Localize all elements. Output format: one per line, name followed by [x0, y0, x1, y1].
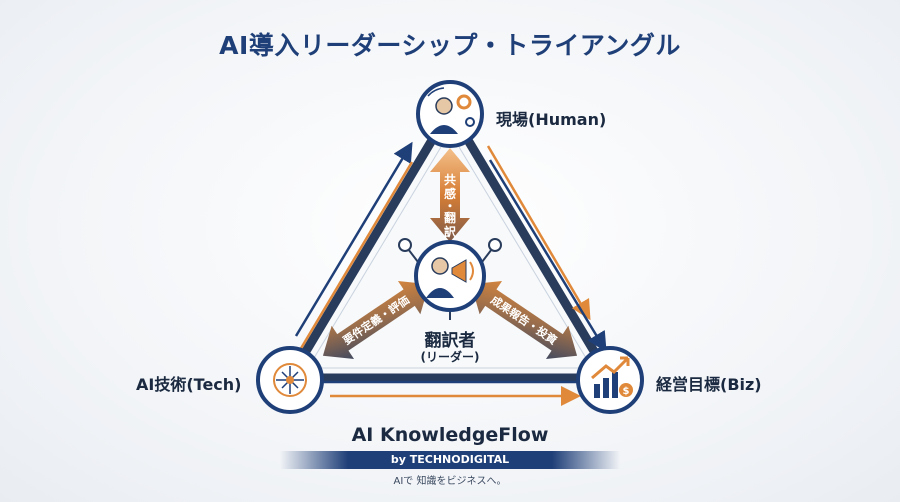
arrow-empathy-translation: [430, 148, 470, 242]
person-icon: [435, 97, 453, 115]
brand-tagline: AIで 知識をビジネスへ。: [393, 476, 507, 487]
bar-chart-icon: [594, 384, 600, 398]
arrow-label-top-1: 共: [444, 172, 456, 187]
gear-icon: [456, 94, 472, 110]
ai-brain-icon: [273, 363, 307, 397]
brand-name: AI KnowledgeFlow: [351, 424, 549, 446]
brand-byline: by TECHNODIGITAL: [280, 451, 620, 469]
node-tech: [256, 346, 324, 414]
center-sublabel: (リーダー): [420, 350, 480, 364]
node-label-human: 現場(Human): [496, 110, 607, 129]
flow-arrow-right-down-navy: [488, 159, 607, 353]
node-translator: [414, 240, 486, 312]
triangle-inner-line: [307, 131, 593, 369]
flow-arrow-left-up: [294, 141, 413, 337]
node-label-tech: AI技術(Tech): [136, 375, 242, 394]
flow-arrow-right-down-orange: [486, 145, 591, 321]
svg-text:感: 感: [444, 186, 456, 201]
megaphone-icon: [451, 259, 467, 283]
arrow-requirements-evaluation: [322, 281, 430, 359]
speaker-person-icon: [431, 257, 449, 275]
node-human: [416, 80, 484, 148]
svg-text:$: $: [623, 386, 630, 397]
page-title: AI導入リーダーシップ・トライアングル: [219, 31, 681, 60]
center-label: 翻訳者: [424, 331, 476, 351]
node-label-biz: 経営目標(Biz): [656, 375, 762, 394]
coin-icon: [619, 383, 633, 397]
svg-text:・: ・: [444, 199, 456, 213]
node-biz: $: [576, 346, 644, 414]
gear-small-icon: [465, 117, 475, 127]
svg-text:翻: 翻: [444, 210, 456, 225]
svg-text:訳: 訳: [444, 224, 457, 239]
arrow-results-investment: [470, 281, 578, 359]
flow-arrow-left-down: [298, 161, 414, 351]
growth-arrow-icon: [591, 356, 630, 380]
